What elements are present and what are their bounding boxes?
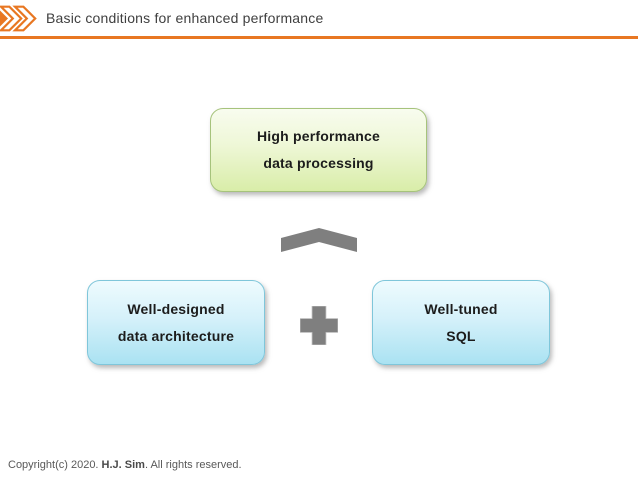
copyright-text: Copyright(c) 2020. H.J. Sim. All rights … [8, 459, 242, 471]
chevron-up-icon [281, 228, 357, 252]
result-box-line2: data processing [263, 155, 374, 171]
copyright-author: H.J. Sim [101, 459, 145, 471]
condition-box-data-architecture: Well-designed data architecture [87, 280, 265, 365]
triple-chevron-right-icon [0, 5, 37, 32]
condition-box-line2: SQL [446, 327, 476, 344]
copyright-prefix: Copyright(c) 2020. [8, 459, 102, 471]
plus-icon [300, 306, 338, 345]
condition-box-line2: data architecture [117, 327, 235, 344]
condition-box-line1: Well-tuned [424, 300, 498, 317]
header: Basic conditions for enhanced performanc… [0, 0, 638, 39]
result-box-high-performance: High performance data processing [210, 108, 427, 192]
header-accent-rule [0, 36, 638, 39]
result-box-line1: High performance [257, 128, 380, 144]
condition-box-sql: Well-tuned SQL [372, 280, 550, 365]
copyright-suffix: . All rights reserved. [144, 459, 242, 471]
condition-box-line1: Well-designed [127, 300, 225, 317]
page-title: Basic conditions for enhanced performanc… [46, 10, 324, 26]
